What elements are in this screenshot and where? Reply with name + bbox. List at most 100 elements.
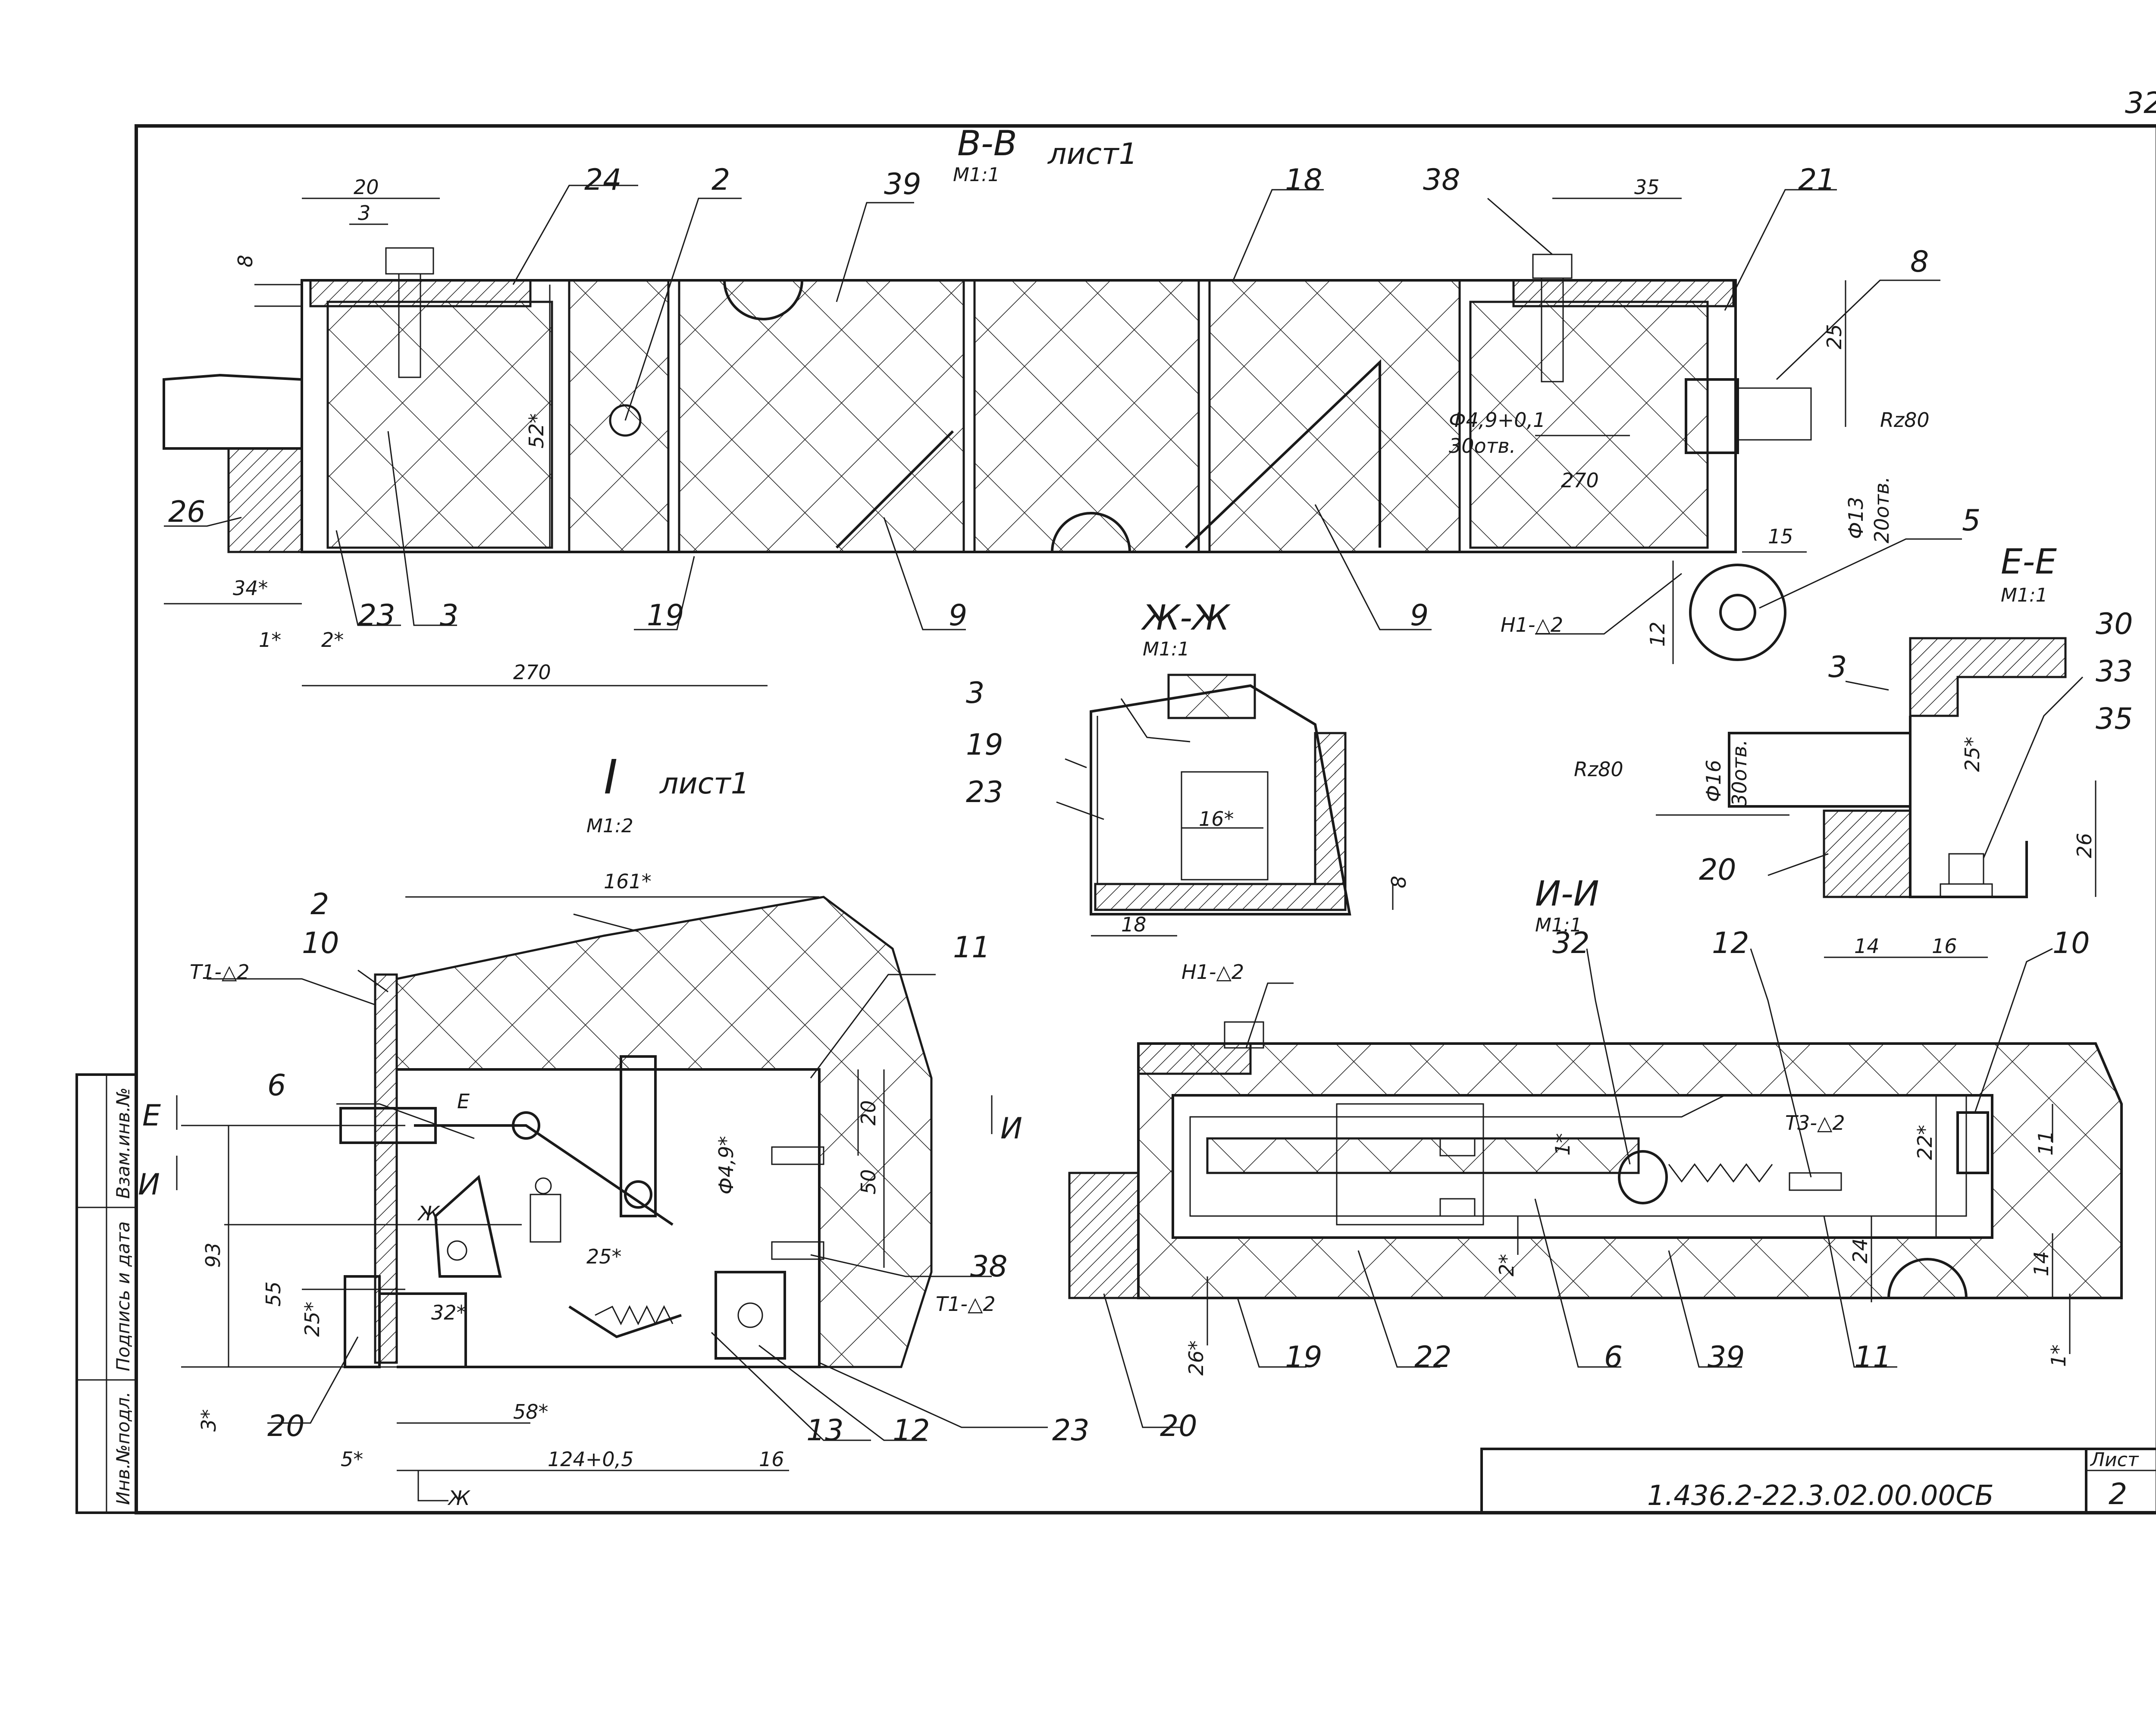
node1-label-6: 6: [267, 1069, 286, 1103]
node1-label-11: 11: [953, 931, 990, 965]
node1-label-23: 23: [1052, 1414, 1090, 1448]
ii-dim-26: 26*: [1185, 1340, 1208, 1376]
drawing-frame: [75, 124, 2156, 1514]
ee-dim-16: 16: [1932, 934, 1957, 958]
ee-dim-f16: Ф16: [1702, 760, 1725, 802]
bb-part-labels: 24 2 39 18 38 21 8 26 23 3 19 9 9 5: [168, 163, 1981, 633]
view-bb-scale: М1:1: [953, 164, 1000, 186]
bb-weld-mark: Н1-△2: [1501, 613, 1563, 636]
ee-dim-25: 25*: [1961, 737, 1984, 772]
node1-label-10: 10: [302, 926, 339, 960]
document-code: 1.436.2-22.3.02.00.00СБ: [1647, 1480, 1994, 1512]
bb-dim-30-holes: 30отв.: [1449, 434, 1516, 458]
bb-dim-rz80: Rz80: [1880, 408, 1930, 432]
node1-dim-20: 20: [857, 1100, 880, 1125]
ii-label-19: 19: [1285, 1340, 1322, 1374]
view-ii: [1068, 948, 2123, 1428]
section-mark-zh-inner: Ж: [417, 1202, 441, 1225]
node1-dim-161: 161*: [604, 870, 652, 893]
node1-dim-32: 32*: [431, 1301, 467, 1324]
bb-dimensions: 20 3 8 52* 34* 1* 2* 270 35 25 Ф4,9+0,1 …: [233, 176, 1930, 684]
bb-label-5: 5: [1962, 504, 1981, 538]
zhzh-label-3: 3: [966, 676, 984, 710]
view-ee: [1656, 637, 2096, 958]
zhzh-label-19: 19: [966, 728, 1003, 762]
ee-label-35: 35: [2096, 702, 2133, 736]
node1-dim-3: 3*: [197, 1409, 220, 1432]
section-mark-e-inner: Е: [457, 1090, 470, 1113]
ee-dimensions: Ф16 30отв. Rz80 25* 26 14 16: [1574, 737, 2096, 958]
bb-label-8: 8: [1910, 245, 1929, 279]
ii-dim-24: 24: [1849, 1238, 1872, 1263]
zhzh-dimensions: 16* 18 8: [1121, 807, 1410, 936]
node1-label-12: 12: [893, 1414, 930, 1448]
zhzh-label-23: 23: [966, 775, 1003, 809]
ee-label-20: 20: [1699, 853, 1736, 887]
view-ee-scale: М1:1: [2001, 584, 2048, 606]
view-zhzh: [1056, 674, 1394, 937]
node1-dim-50: 50: [857, 1169, 880, 1194]
bb-label-2: 2: [711, 163, 730, 197]
bb-label-9a: 9: [949, 599, 967, 633]
view-node-1: [176, 896, 1048, 1502]
ii-label-11: 11: [1854, 1340, 1892, 1374]
bb-label-18: 18: [1285, 163, 1322, 197]
view-zhzh-title: Ж-Ж: [1141, 598, 1231, 638]
bb-dim-3: 3: [358, 201, 370, 225]
bb-dim-hole-dia: Ф4,9+0,1: [1449, 408, 1545, 432]
bb-dim-35: 35: [1634, 176, 1660, 199]
bb-dim-12: 12: [1646, 621, 1669, 647]
ee-dim-14: 14: [1854, 934, 1880, 958]
bb-label-26: 26: [168, 495, 206, 529]
node1-label-2: 2: [310, 887, 329, 922]
bb-dim-f13: Ф13: [1844, 497, 1868, 539]
ee-dim-rz80: Rz80: [1574, 758, 1623, 781]
node1-label-13: 13: [806, 1414, 844, 1448]
ii-dim-22: 22*: [1913, 1125, 1937, 1160]
ii-weld-mark: Н1-△2: [1181, 960, 1244, 984]
node1-dim-55: 55: [262, 1281, 285, 1307]
ii-label-39: 39: [1708, 1340, 1745, 1374]
ee-dim-26: 26: [2073, 833, 2096, 858]
node-1-dimensions: 161* 93 55 25* 3* 32* 58* 5* 124+0,5 16 …: [197, 870, 880, 1471]
node1-label-38: 38: [970, 1250, 1008, 1284]
ii-label-12: 12: [1712, 926, 1749, 960]
ee-label-33: 33: [2096, 655, 2133, 689]
bb-label-21: 21: [1798, 163, 1836, 197]
bb-dim-20-holes: 20отв.: [1870, 476, 1893, 543]
node-1-scale: М1:2: [586, 815, 633, 837]
section-mark-i-right: И: [1000, 1112, 1022, 1146]
view-bb: [163, 185, 1962, 687]
view-bb-ref: лист1: [1047, 137, 1138, 171]
ee-part-labels: 3 30 33 35 20: [1699, 607, 2133, 887]
ii-weld-mark-t3: Т3-△2: [1785, 1111, 1845, 1135]
section-mark-e: Е: [142, 1099, 161, 1133]
sheet-header-label: Лист: [2090, 1449, 2139, 1471]
section-mark-i: И: [138, 1168, 160, 1202]
zhzh-dim-16: 16*: [1199, 807, 1234, 831]
bb-dim-25: 25: [1823, 324, 1846, 349]
zhzh-part-labels: 3 19 23: [966, 676, 1003, 809]
side-stamp-signature-date: Подпись и дата: [113, 1221, 134, 1371]
node-1-title: I: [604, 749, 617, 805]
node1-dim-124: 124+0,5: [548, 1448, 634, 1471]
zhzh-dim-8: 8: [1387, 876, 1410, 888]
bb-dim-34: 34*: [233, 577, 268, 600]
bb-label-3: 3: [440, 599, 458, 633]
view-bb-title: В-В: [957, 123, 1017, 163]
ee-label-3: 3: [1828, 650, 1847, 684]
ii-label-6: 6: [1604, 1340, 1623, 1374]
node1-dim-5: 5*: [341, 1448, 363, 1471]
zhzh-dim-18: 18: [1121, 913, 1147, 936]
bb-dim-52: 52*: [525, 413, 548, 448]
view-ee-title: Е-Е: [2001, 542, 2057, 582]
ii-label-10: 10: [2053, 926, 2090, 960]
side-stamp-vzam-inv: Взам.инв.№: [113, 1088, 134, 1199]
ii-dim-11: 11: [2034, 1130, 2057, 1156]
bb-label-9b: 9: [1410, 599, 1429, 633]
ii-dimensions: 1* 22* 11 2* 24 14 26* 1*: [1185, 1125, 2070, 1376]
node-1-part-labels: 2 10 11 6 20 13 12 23 38: [267, 887, 1090, 1448]
view-zhzh-scale: М1:1: [1143, 638, 1190, 660]
title-block: [1480, 1448, 2156, 1514]
node1-dim-16: 16: [759, 1448, 784, 1471]
